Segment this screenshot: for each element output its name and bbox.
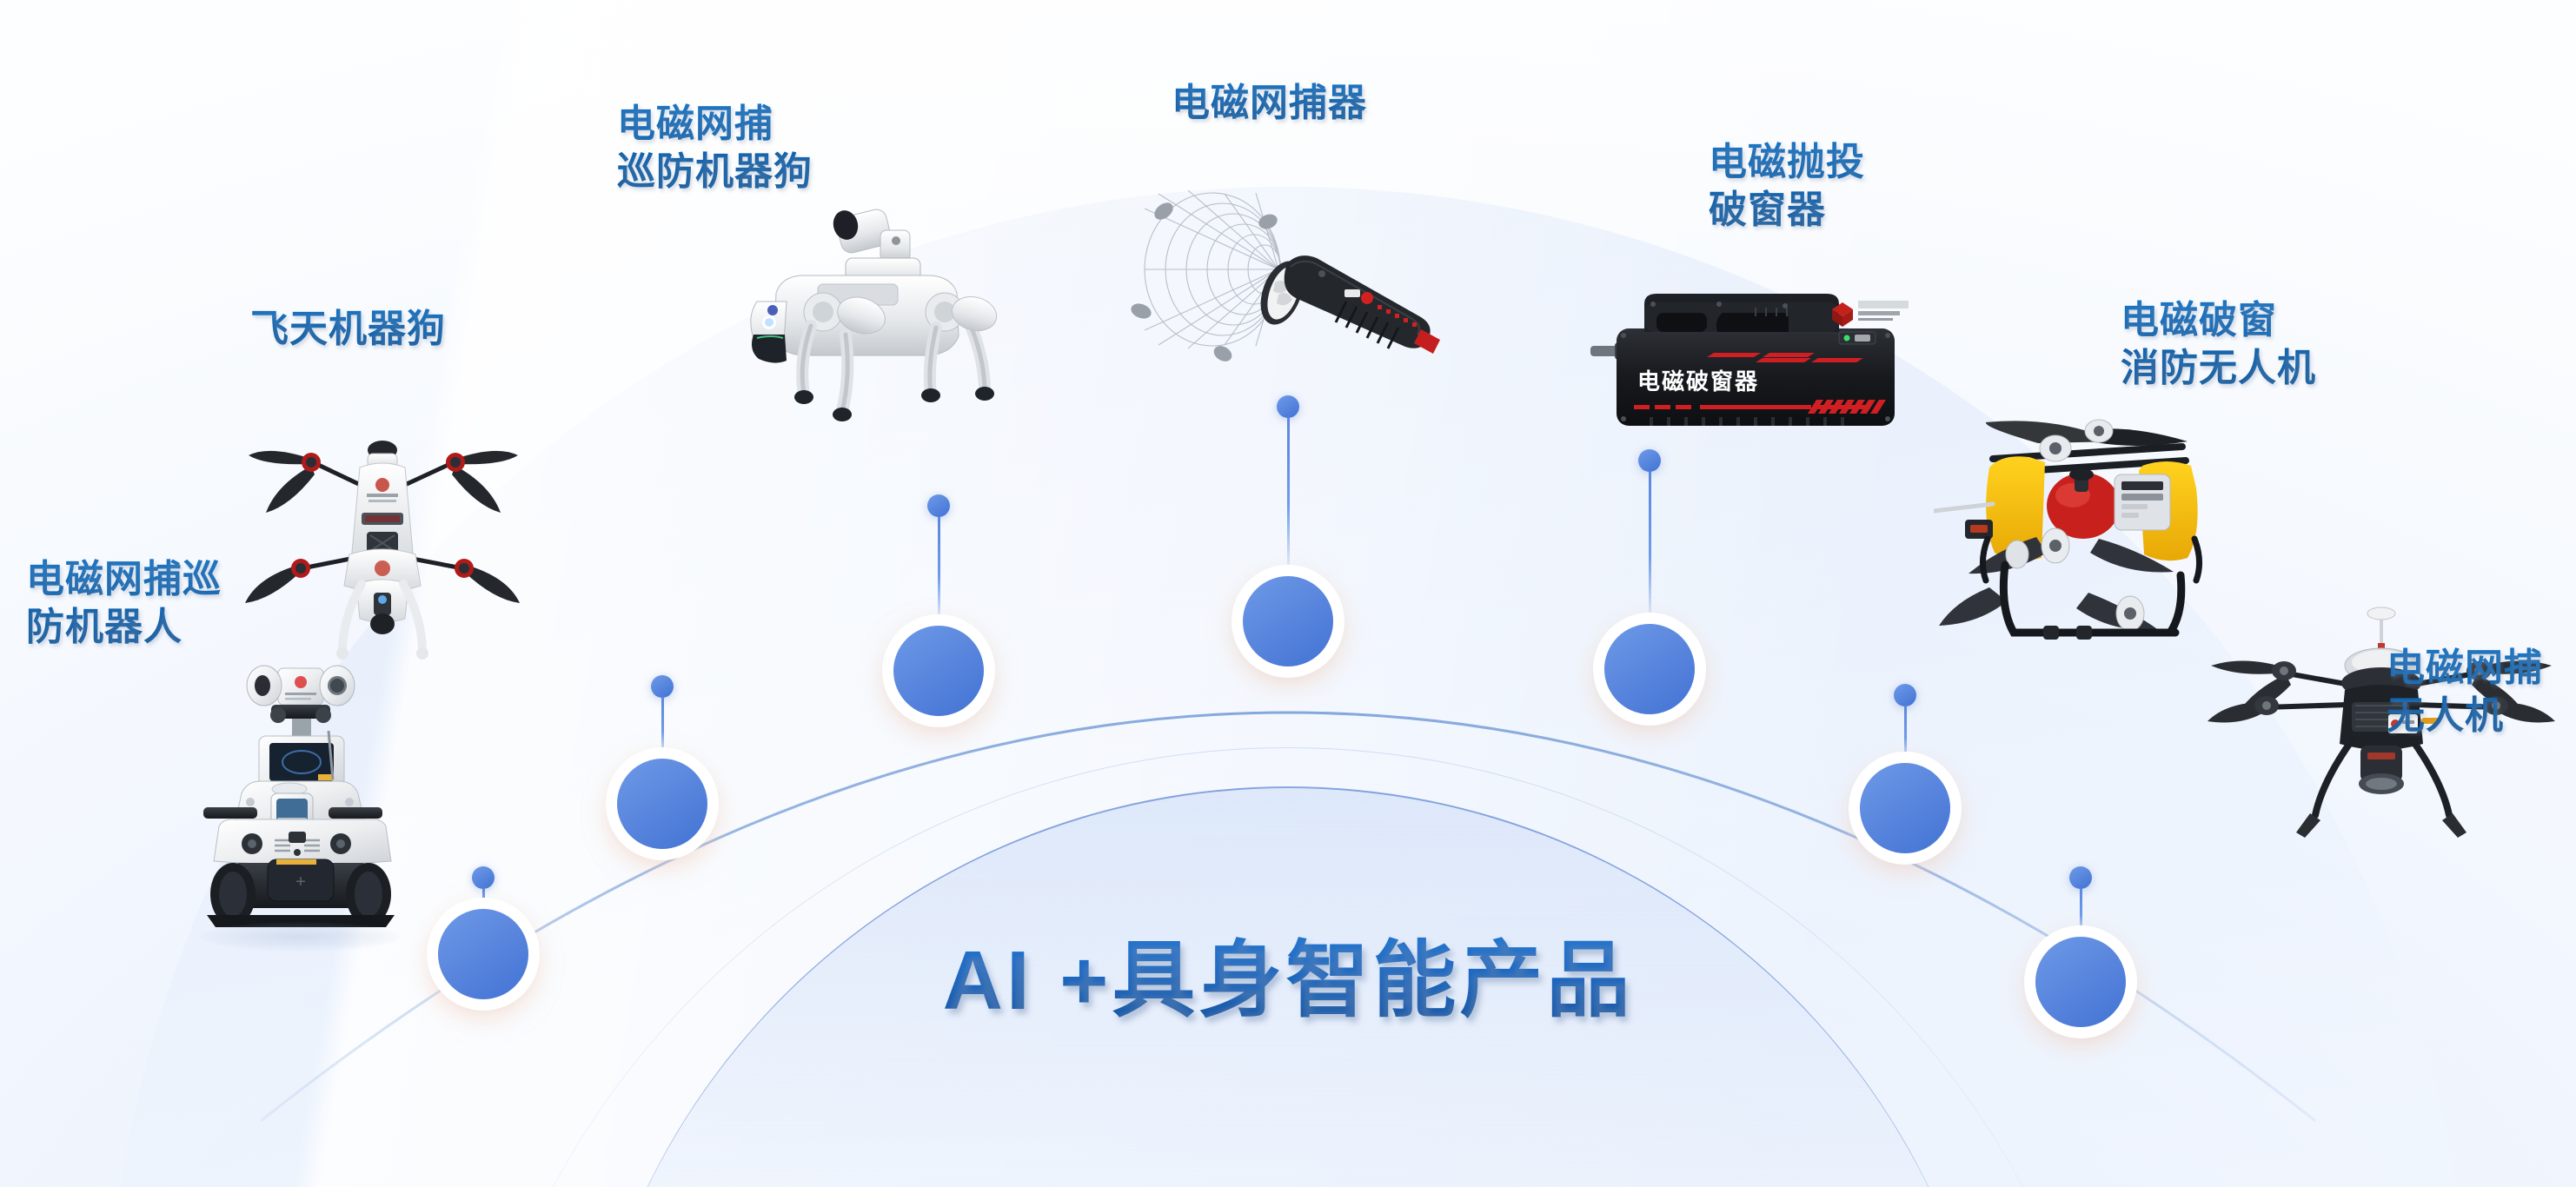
node-bubble[interactable] [1243,576,1333,666]
node-bubble[interactable] [1860,763,1950,853]
node-stem [937,517,940,626]
node-bubble[interactable] [617,759,707,849]
node-em-throw-window-breaker[interactable] [1604,449,1695,714]
page-title: AI +具身智能产品 [0,912,2576,1033]
node-bubble[interactable] [893,626,984,716]
product-label-em-breaker-fire-drone: 电磁破窗 消防无人机 [2121,297,2316,392]
node-em-net-launcher[interactable] [1243,395,1333,666]
product-image-ground-patrol-robot: + [191,647,408,952]
product-label-em-net-patrol-robot-dog: 电磁网捕 巡防机器狗 [617,101,813,196]
node-stem [1648,472,1651,624]
product-label-em-throw-window-breaker: 电磁抛投 破窗器 [1709,139,1865,234]
product-label-em-net-launcher: 电磁网捕器 [1172,80,1367,128]
product-image-robot-dog [743,204,1039,465]
product-label-em-net-patrol-robot: 电磁网捕巡 防机器人 [26,556,222,651]
node-tip-dot [1277,395,1299,418]
product-image-flying-drone-white [209,382,556,678]
node-tip-dot [1638,449,1661,472]
node-flying-robot-dog[interactable] [617,675,707,849]
node-tip-dot [927,494,950,517]
node-em-net-patrol-robot-dog[interactable] [893,494,984,716]
product-label-em-net-drone: 电磁网捕 无人机 [2387,645,2543,739]
node-stem [661,698,664,759]
node-bubble[interactable] [1604,624,1695,714]
node-stem [481,889,485,909]
background-dome-outer [106,187,2470,1187]
product-image-window-breaker: 电磁破窗器 [1590,278,1955,452]
node-tip-dot [651,675,674,698]
node-stem [1286,418,1290,576]
node-tip-dot [2069,866,2092,889]
device-label-window-breaker: 电磁破窗器 [1637,368,1759,395]
product-image-net-launcher [1117,169,1482,369]
svg-text:+: + [295,872,306,892]
node-em-breaker-fire-drone[interactable] [1860,684,1950,853]
node-tip-dot [472,866,495,889]
node-tip-dot [1894,684,1916,706]
node-stem [1903,706,1907,763]
product-image-fire-drone-yellow [1931,408,2229,678]
product-label-flying-robot-dog: 飞天机器狗 [250,306,446,354]
